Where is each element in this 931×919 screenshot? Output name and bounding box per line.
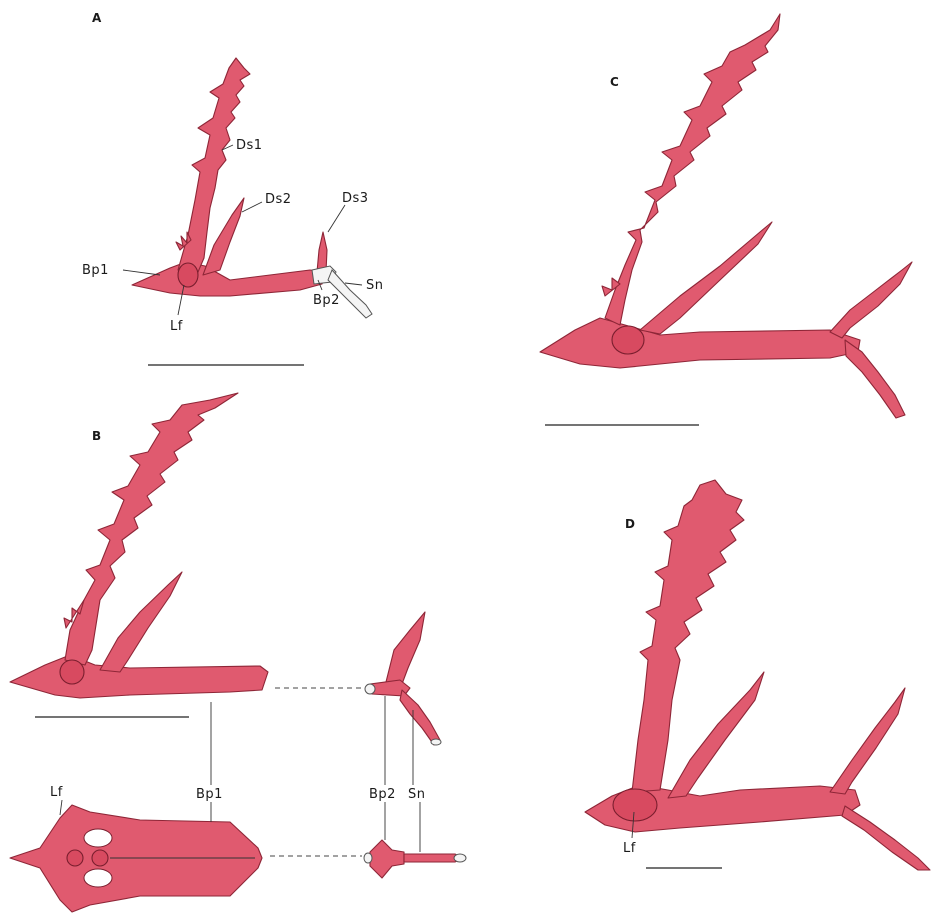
label-bp1-b: Bp1 — [196, 787, 223, 802]
ds3-leader — [328, 205, 345, 232]
label-lf-b: Lf — [50, 785, 63, 800]
panel-b-sn-dorsal — [404, 854, 462, 862]
panel-a: A Ds1 Ds2 Ds3 Bp1 Lf Bp2 Sn — [82, 11, 384, 365]
panel-b-letter: B — [92, 429, 101, 443]
label-lf-d: Lf — [623, 841, 636, 856]
panel-c-lateral-fossa — [612, 326, 644, 354]
panel-b-bp2-cart — [365, 684, 375, 694]
panel-d-dorsal-spine-3 — [830, 688, 905, 794]
panel-d-dorsal-spine-1 — [632, 480, 744, 792]
panel-c: C — [540, 14, 912, 425]
panel-b-basal-plate — [10, 655, 268, 698]
panel-c-dorsal-spine-2 — [640, 222, 772, 334]
panel-b-dorsal-spine-1 — [65, 393, 238, 665]
label-bp1: Bp1 — [82, 263, 109, 278]
panel-d-sn — [842, 806, 930, 870]
panel-d-letter: D — [625, 517, 635, 531]
label-ds2: Ds2 — [265, 192, 292, 207]
panel-c-dorsal-spine-1 — [605, 14, 780, 325]
panel-c-basal-plate — [540, 318, 860, 368]
panel-b-sn-isolated — [400, 690, 440, 745]
panel-a-dorsal-spine-3 — [317, 232, 327, 272]
label-ds3: Ds3 — [342, 191, 369, 206]
bp1-leader — [123, 270, 160, 275]
sn-leader-a — [345, 283, 362, 285]
panel-a-lateral-fossa — [178, 263, 198, 287]
dorsal-foramen-2 — [84, 869, 112, 887]
label-bp2-b: Bp2 — [369, 787, 396, 802]
label-sn-a: Sn — [366, 278, 384, 293]
panel-b-sn-dorsal-tip — [454, 854, 466, 862]
panel-b-bp2-dorsal-cart — [364, 853, 372, 863]
panel-c-letter: C — [610, 75, 619, 89]
label-sn-b: Sn — [408, 787, 426, 802]
panel-b-basal-plate-dorsal — [10, 805, 262, 912]
ds2-leader — [242, 202, 262, 212]
panel-b-ds3-isolated — [386, 612, 425, 684]
lf-leader-b — [60, 800, 62, 815]
label-bp2-a: Bp2 — [313, 293, 340, 308]
panel-d: D Lf — [585, 480, 930, 870]
panel-b-dorsal-spine-2 — [100, 572, 182, 672]
panel-b: B Lf Bp1 — [10, 393, 466, 912]
dorsal-condyle-2 — [92, 850, 108, 866]
label-ds1: Ds1 — [236, 138, 263, 153]
panel-c-sn — [845, 340, 905, 418]
panel-a-basal-plate — [132, 262, 325, 296]
panel-b-lateral-fossa — [60, 660, 84, 684]
panel-d-dorsal-spine-2 — [668, 672, 764, 798]
panel-b-sn-tip — [431, 739, 441, 745]
dorsal-foramen-1 — [84, 829, 112, 847]
panel-b-bp2-dorsal — [370, 840, 404, 878]
panel-d-lateral-fossa — [613, 789, 657, 821]
label-lf-a: Lf — [170, 319, 183, 334]
dorsal-condyle-1 — [67, 850, 83, 866]
panel-c-dorsal-spine-3 — [830, 262, 912, 338]
panel-a-letter: A — [92, 11, 102, 25]
